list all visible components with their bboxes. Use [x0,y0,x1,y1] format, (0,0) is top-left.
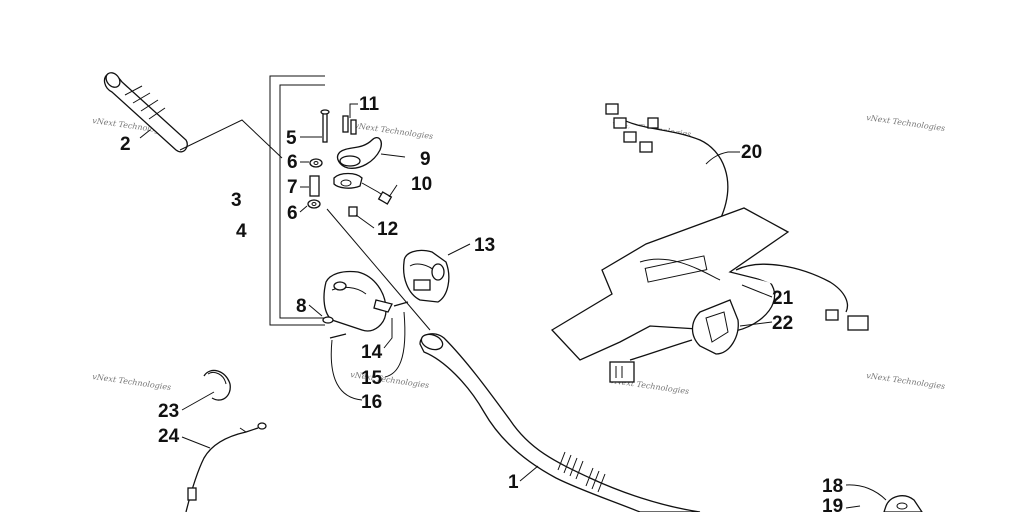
callout-2: 2 [120,134,131,155]
callout-7: 7 [287,177,298,198]
callout-6-upper: 6 [287,152,298,173]
callout-8: 8 [296,296,307,317]
watermark-4: vNext Technologies [866,113,946,133]
callout-11: 11 [359,94,380,115]
callout-24: 24 [158,426,180,447]
callout-4: 4 [236,221,247,242]
callout-1: 1 [508,472,519,493]
hood-pad-harness-parts [550,103,869,383]
watermark-text: vNext Technologies [866,371,946,391]
cable-parts [181,369,267,512]
callout-9: 9 [420,149,431,170]
watermark-2: vNext Technologies [354,121,434,141]
watermark-text: vNext Technologies [866,113,946,133]
callout-15: 15 [361,368,383,389]
watermark-text: vNext Technologies [354,121,434,141]
switch-housing-parts [308,243,471,401]
callout-14: 14 [361,342,383,363]
watermark-8: vNext Technologies [866,371,946,391]
throttle-assembly-parts [299,103,431,331]
bracket-4 [279,84,325,319]
callout-23: 23 [158,401,179,422]
callout-13: 13 [474,235,495,256]
callout-19: 19 [822,496,843,512]
callout-16: 16 [361,392,382,413]
callout-5: 5 [286,128,297,149]
callout-18: 18 [822,476,843,497]
handlebar-part [419,333,701,512]
callout-labels: 1 2 3 4 5 6 6 7 8 9 10 11 12 13 14 15 16… [120,94,843,512]
watermark-5: vNext Technologies [92,372,172,392]
callout-3: 3 [231,190,242,211]
callout-6-lower: 6 [287,203,298,224]
callout-22: 22 [772,313,793,334]
callout-21: 21 [772,288,794,309]
callout-10: 10 [411,174,432,195]
switch-part-18-19 [845,484,923,512]
watermark-text: vNext Technologies [92,372,172,392]
bracket-3 [269,75,325,326]
callout-20: 20 [741,142,762,163]
callout-12: 12 [377,219,398,240]
hand-grip-part [103,72,283,159]
